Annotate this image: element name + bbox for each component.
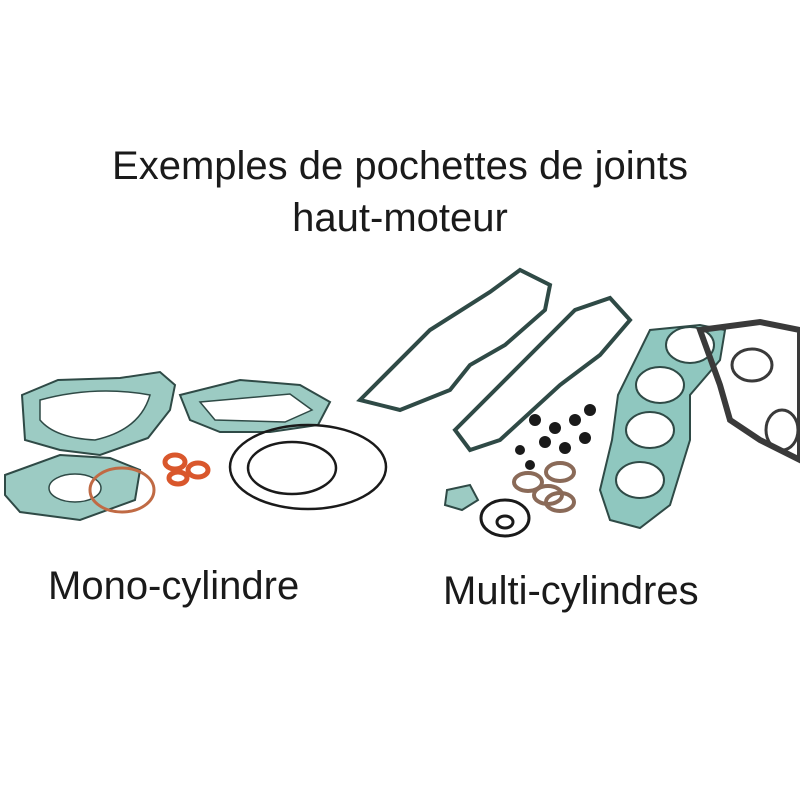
copper-ring <box>88 466 156 514</box>
orange-seal <box>162 452 188 472</box>
valve-stem-seals <box>515 404 596 470</box>
large-o-ring <box>228 423 388 511</box>
orange-seal <box>166 469 190 487</box>
copper-washers <box>512 461 576 513</box>
orange-seal <box>185 460 211 480</box>
heading-line-1: Exemples de pochettes de joints <box>112 144 688 188</box>
o-ring <box>495 514 515 530</box>
small-o-ring <box>246 440 338 496</box>
cam-cover-gasket <box>356 267 553 413</box>
caption-multi-cylindres: Multi-cylindres <box>443 569 699 613</box>
o-ring <box>479 498 531 538</box>
heading-line-2: haut-moteur <box>292 196 508 240</box>
caption-mono-cylindre: Mono-cylindre <box>48 564 300 608</box>
cam-cover-gasket <box>452 295 633 453</box>
small-gasket <box>443 483 480 512</box>
